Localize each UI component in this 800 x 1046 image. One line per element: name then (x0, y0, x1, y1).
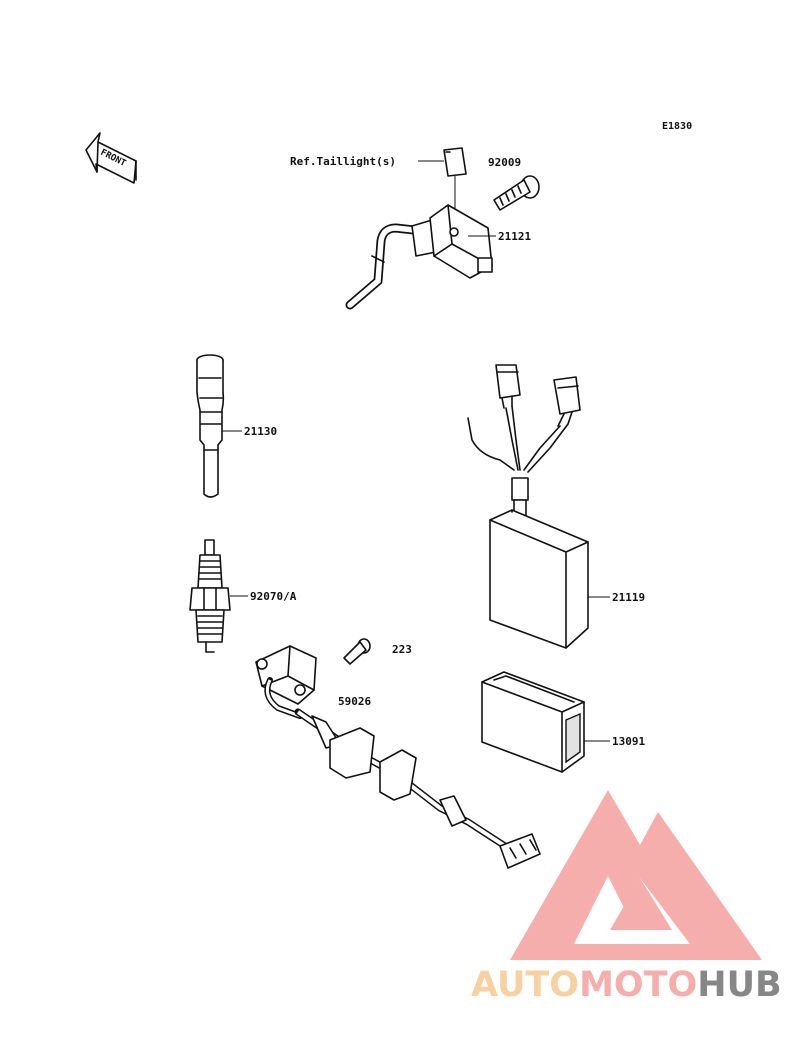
spark-plug-92070a (189, 539, 231, 653)
watermark-hub: HUB (697, 965, 781, 1005)
label-case: 13091 (612, 735, 645, 748)
diagram-code: E1830 (662, 121, 692, 132)
label-bolt-223: 223 (392, 643, 412, 656)
watermark-moto: MOTO (579, 965, 697, 1005)
label-plug-cap: 21130 (244, 425, 277, 438)
sensor-harness-59026 (255, 645, 541, 869)
ignition-coil-21121 (345, 204, 493, 310)
label-igniter: 21119 (612, 591, 645, 604)
automotohub-watermark: AUTOMOTOHUB (471, 790, 782, 1005)
ref-taillight-bracket (443, 147, 467, 177)
triangle-logo-icon (510, 790, 762, 960)
svg-text:AUTOMOTOHUB: AUTOMOTOHUB (471, 965, 782, 1005)
plug-cap-21130 (196, 354, 225, 498)
label-spark-plug: 92070/A (250, 590, 297, 603)
label-bolt-92009: 92009 (488, 156, 521, 169)
watermark-auto: AUTO (471, 965, 579, 1005)
label-ref-taillight: Ref.Taillight(s) (290, 155, 396, 168)
bolt-223 (343, 638, 371, 665)
igniter-21119 (467, 364, 589, 649)
label-harness: 59026 (338, 695, 371, 708)
front-arrow-icon: FRONT (85, 132, 137, 184)
bolt-92009 (493, 175, 540, 211)
label-ignition-coil: 21121 (498, 230, 531, 243)
igniter-case-13091 (481, 671, 585, 773)
